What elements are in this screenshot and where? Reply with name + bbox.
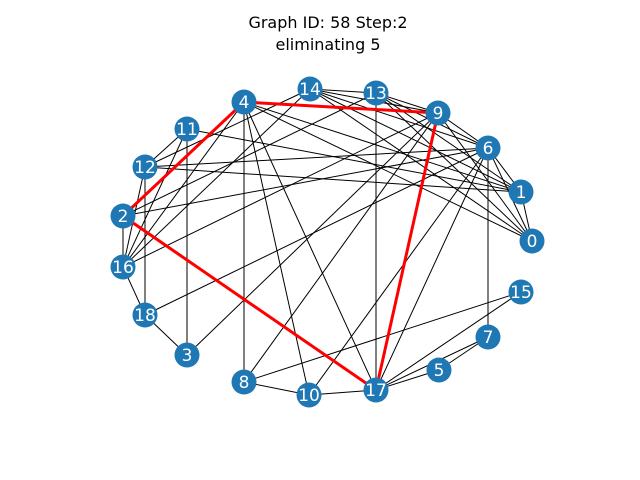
- edge-9-8: [243, 112, 439, 383]
- node-label-4: 4: [239, 93, 250, 113]
- node-15: 15: [508, 279, 534, 305]
- edge-6-10: [308, 147, 489, 396]
- highlight-edge-9-17: [374, 112, 440, 391]
- edge-9-16: [122, 112, 439, 268]
- node-circle-16: [110, 254, 136, 280]
- node-circle-8: [231, 369, 257, 395]
- node-label-0: 0: [527, 232, 538, 252]
- node-circle-9: [425, 100, 451, 126]
- edge-8-15: [243, 291, 522, 383]
- node-circle-1: [508, 179, 534, 205]
- edge-14-12: [144, 88, 311, 168]
- node-circle-5: [426, 357, 452, 383]
- node-circle-3: [174, 342, 200, 368]
- node-label-3: 3: [182, 346, 193, 366]
- node-11: 11: [174, 116, 200, 142]
- node-circle-11: [174, 116, 200, 142]
- edge-14-6: [309, 88, 489, 149]
- edge-14-1: [309, 88, 522, 193]
- node-16: 16: [110, 254, 136, 280]
- edge-17-15: [375, 291, 522, 391]
- node-7: 7: [475, 324, 501, 350]
- node-label-1: 1: [516, 183, 527, 203]
- highlight-edge-4-9: [243, 100, 439, 115]
- node-10: 10: [296, 382, 322, 408]
- node-9: 9: [425, 100, 451, 126]
- node-label-9: 9: [433, 104, 444, 124]
- node-label-5: 5: [434, 361, 445, 381]
- node-circle-12: [132, 154, 158, 180]
- node-18: 18: [132, 302, 158, 328]
- node-3: 3: [174, 342, 200, 368]
- node-label-7: 7: [483, 328, 494, 348]
- node-circle-15: [508, 279, 534, 305]
- edge-4-17: [243, 101, 377, 391]
- edge-4-0: [243, 101, 533, 242]
- node-6: 6: [475, 135, 501, 161]
- node-label-18: 18: [134, 306, 156, 326]
- node-circle-13: [363, 80, 389, 106]
- node-circle-0: [519, 228, 545, 254]
- node-circle-4: [231, 89, 257, 115]
- graph-edges: [122, 88, 533, 396]
- node-circle-14: [297, 76, 323, 102]
- node-8: 8: [231, 369, 257, 395]
- edge-6-17: [375, 147, 489, 391]
- edge-13-2: [122, 92, 377, 217]
- node-label-16: 16: [112, 258, 134, 278]
- figure-title-line1: Graph ID: 58 Step:2: [248, 13, 407, 32]
- node-17: 17: [363, 377, 389, 403]
- figure-title-line2: eliminating 5: [276, 35, 381, 54]
- node-13: 13: [363, 80, 389, 106]
- edge-11-1: [186, 128, 522, 193]
- node-label-10: 10: [298, 386, 320, 406]
- node-5: 5: [426, 357, 452, 383]
- node-label-2: 2: [118, 207, 129, 227]
- node-label-11: 11: [176, 120, 198, 140]
- node-circle-10: [296, 382, 322, 408]
- highlight-edge-17-2: [122, 214, 377, 392]
- graph-highlight-edges: [121, 100, 440, 392]
- node-1: 1: [508, 179, 534, 205]
- edge-13-0: [375, 92, 533, 242]
- node-label-15: 15: [510, 283, 532, 303]
- node-0: 0: [519, 228, 545, 254]
- edge-4-10: [243, 101, 310, 396]
- edge-14-0: [309, 88, 533, 242]
- node-label-8: 8: [239, 373, 250, 393]
- node-12: 12: [132, 154, 158, 180]
- highlight-edge-2-4: [121, 100, 246, 218]
- edge-14-16: [122, 88, 311, 268]
- node-circle-2: [110, 203, 136, 229]
- node-circle-18: [132, 302, 158, 328]
- node-label-6: 6: [483, 139, 494, 159]
- edge-6-18: [144, 147, 489, 316]
- edge-12-1: [144, 166, 522, 193]
- node-label-17: 17: [365, 381, 387, 401]
- node-circle-6: [475, 135, 501, 161]
- node-14: 14: [297, 76, 323, 102]
- node-circle-17: [363, 377, 389, 403]
- node-4: 4: [231, 89, 257, 115]
- node-label-12: 12: [134, 158, 156, 178]
- node-label-13: 13: [365, 84, 387, 104]
- edge-9-0: [437, 112, 533, 242]
- node-2: 2: [110, 203, 136, 229]
- node-label-14: 14: [299, 80, 321, 100]
- node-circle-7: [475, 324, 501, 350]
- edge-11-16: [122, 128, 188, 268]
